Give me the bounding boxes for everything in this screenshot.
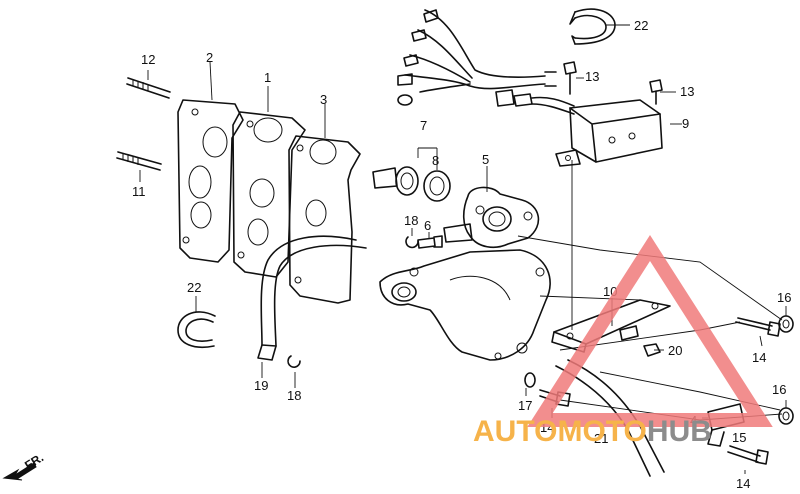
callout-11: 11 xyxy=(132,184,146,199)
callout-13-right: 13 xyxy=(680,84,694,99)
callout-labels: 1 2 3 4 5 6 7 8 9 10 11 12 13 13 14 14 1… xyxy=(132,18,791,491)
callout-22-left: 22 xyxy=(187,280,201,295)
callout-2: 2 xyxy=(206,50,213,65)
bolt-part-6 xyxy=(417,235,443,249)
gasket-part-3 xyxy=(288,135,361,304)
callout-22-top: 22 xyxy=(634,18,648,33)
water-jacket-body xyxy=(379,249,551,361)
callout-8: 8 xyxy=(432,153,439,168)
bolt-part-13-left xyxy=(563,61,577,95)
stud-part-11 xyxy=(116,151,162,171)
clamp-band-part-22-left xyxy=(177,311,216,348)
nut-part-20 xyxy=(643,343,661,357)
clamp-part-18-lower xyxy=(287,355,301,368)
callout-5: 5 xyxy=(482,152,489,167)
callout-18-upper: 18 xyxy=(404,213,418,228)
callout-15: 15 xyxy=(732,430,746,445)
callout-6: 6 xyxy=(424,218,431,233)
callout-9: 9 xyxy=(682,116,689,131)
callout-1: 1 xyxy=(264,70,271,85)
control-module-part-9 xyxy=(555,99,663,167)
callout-14-upper: 14 xyxy=(752,350,766,365)
gasket-part-2 xyxy=(177,99,244,263)
callout-21: 21 xyxy=(594,431,608,446)
callout-13-left: 13 xyxy=(585,69,599,84)
callout-12: 12 xyxy=(141,52,155,67)
seal-part-7 xyxy=(423,170,451,202)
watermark-logo: AUTOMOTOHUB xyxy=(473,235,773,448)
callout-16-lower: 16 xyxy=(772,382,786,397)
washer-part-16-upper xyxy=(778,315,794,333)
callout-20: 20 xyxy=(668,343,682,358)
bolt-part-13-right xyxy=(649,79,663,105)
callout-19: 19 xyxy=(254,378,268,393)
stud-part-12 xyxy=(126,77,171,99)
callout-18-lower: 18 xyxy=(287,388,301,403)
bolt-part-14-lower xyxy=(727,445,769,465)
front-direction-arrow-icon: FR. xyxy=(2,450,46,481)
wire-harness xyxy=(397,9,557,106)
callout-7: 7 xyxy=(420,118,427,133)
hose-part-19 xyxy=(257,235,367,361)
thermostat-part-8 xyxy=(372,166,419,196)
callout-17: 17 xyxy=(518,398,532,413)
oring-part-17 xyxy=(524,372,536,388)
washer-part-16-lower xyxy=(778,407,794,425)
callout-16-upper: 16 xyxy=(777,290,791,305)
clamp-part-18-upper xyxy=(405,236,419,249)
watermark-text: AUTOMOTOHUB xyxy=(473,415,712,448)
callout-3: 3 xyxy=(320,92,327,107)
clamp-band-part-22-top xyxy=(569,8,616,45)
gasket-part-1 xyxy=(232,111,306,278)
thermostat-housing-part-5 xyxy=(443,186,540,249)
callout-14-lower: 14 xyxy=(736,476,750,491)
bolt-part-14-upper xyxy=(735,317,781,337)
wire-connector xyxy=(495,89,575,115)
